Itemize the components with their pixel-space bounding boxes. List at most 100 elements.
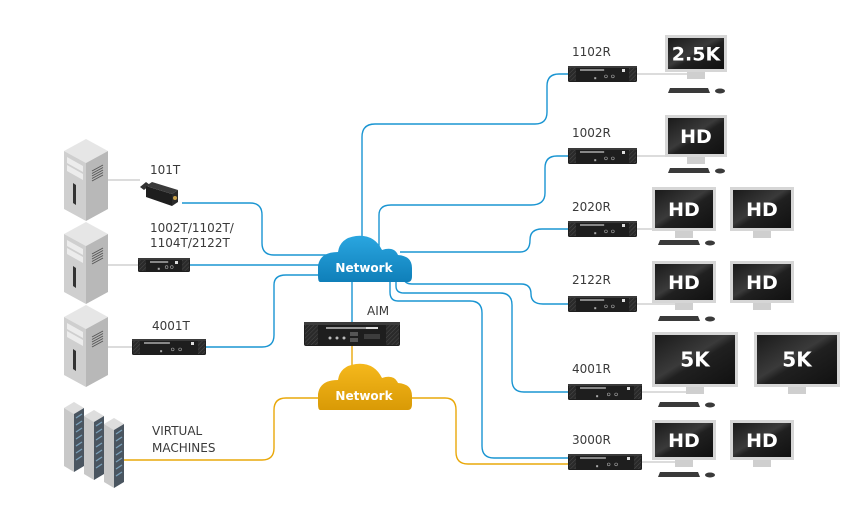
monitor-hd: HD: [652, 187, 716, 238]
label-aim: AIM: [367, 304, 390, 318]
server-rack-icon: [104, 418, 124, 488]
label-line: 101T: [150, 163, 181, 177]
mouse-icon: [705, 316, 715, 322]
network-cable-primary: [206, 274, 330, 348]
receiver-2020r: [568, 221, 637, 237]
network-cable-secondary: [124, 397, 322, 461]
receiver-1102r: [568, 66, 637, 82]
keyboard-mouse: [658, 316, 715, 322]
monitor-hd: HD: [730, 420, 794, 467]
usb-transmitter-101t: [140, 182, 178, 206]
mouse-icon: [705, 472, 715, 478]
monitor-stand: [687, 72, 705, 79]
network-cable-primary: [400, 228, 568, 253]
mouse-icon: [715, 168, 725, 174]
monitor-screen: [668, 38, 724, 69]
resolution-label: HD: [668, 199, 700, 221]
monitor-screen: [733, 264, 791, 300]
monitor-stand: [753, 231, 771, 238]
monitor-stand: [753, 303, 771, 310]
resolution-label: 5K: [782, 348, 813, 372]
keyboard-mouse: [658, 472, 715, 478]
monitor-stand: [686, 387, 704, 394]
resolution-label: 5K: [680, 348, 711, 372]
network-cable-primary: [395, 280, 568, 393]
monitor-screen: [655, 190, 713, 228]
monitor-stand: [788, 387, 806, 394]
network-cable-primary: [402, 277, 568, 305]
keyboard-mouse: [658, 402, 715, 408]
label-1002r: 1002R: [572, 126, 611, 140]
keyboard-icon: [658, 240, 700, 245]
monitor-screen: [668, 118, 724, 154]
monitor-hd: HD: [730, 187, 794, 238]
resolution-label: HD: [668, 272, 700, 294]
monitor-hd: HD: [730, 261, 794, 310]
cables: [108, 73, 695, 465]
label-line: MACHINES: [152, 441, 216, 455]
network-cable-primary: [389, 282, 568, 459]
monitor-screen: [733, 423, 791, 457]
transmitter-1002t: [138, 258, 190, 272]
resolution-label: HD: [746, 272, 778, 294]
transmitter-4001t: [132, 339, 206, 355]
receiver-1002r: [568, 148, 637, 164]
receiver-2122r: [568, 296, 637, 312]
label-4001t: 4001T: [152, 319, 190, 334]
cloud-shape: [318, 235, 412, 282]
server-rack-icon: [84, 410, 104, 480]
monitor-screen: [655, 264, 713, 300]
aim-manager-unit: [304, 322, 400, 346]
pc-tower-icon: [64, 305, 108, 387]
label-line: 4001T: [152, 319, 190, 333]
monitor-hd: HD: [665, 115, 727, 164]
keyboard-mouse: [668, 168, 725, 174]
label-line: 1002T/1102T/: [150, 221, 234, 235]
label-line: 1104T/2122T: [150, 236, 230, 250]
cloud-label: Network: [335, 261, 393, 275]
monitor-hd: HD: [652, 420, 716, 467]
mouse-icon: [715, 88, 725, 94]
keyboard-mouse: [658, 240, 715, 246]
pc-tower-icon: [64, 222, 108, 304]
monitor-5k: 5K: [652, 332, 738, 394]
pc-tower-icon: [64, 139, 108, 221]
monitor-screen: [757, 335, 837, 384]
monitor-stand: [753, 460, 771, 467]
monitor-hd: HD: [652, 261, 716, 310]
resolution-label: HD: [668, 430, 700, 452]
label-2122r: 2122R: [572, 273, 611, 287]
monitor-stand: [675, 460, 693, 467]
cloud-shape: [318, 363, 412, 410]
monitor-stand: [675, 231, 693, 238]
monitor-stand: [675, 303, 693, 310]
equipment: 2.5K HD HD HD HD HD 5K 5K HD HD: [64, 35, 840, 488]
resolution-label: 2.5K: [672, 44, 722, 66]
receiver-3000r: [568, 454, 642, 470]
label-1002t-group: 1002T/1102T/ 1104T/2122T: [150, 221, 234, 251]
resolution-label: HD: [746, 199, 778, 221]
keyboard-icon: [658, 472, 700, 477]
network-cable-secondary: [408, 397, 568, 465]
mouse-icon: [705, 240, 715, 246]
label-101t: 101T: [150, 163, 180, 178]
network-cable-primary: [378, 155, 568, 247]
mouse-icon: [705, 402, 715, 408]
cloud-label: Network: [335, 389, 393, 403]
monitor-screen: [655, 423, 713, 457]
receiver-4001r: [568, 384, 642, 400]
keyboard-icon: [658, 316, 700, 321]
keyboard-mouse: [668, 88, 725, 94]
monitor-2-5k: 2.5K: [665, 35, 727, 79]
server-rack-icon: [64, 402, 84, 472]
label-virtual-machines: VIRTUAL MACHINES: [152, 423, 215, 457]
network-cloud-secondary: Network: [318, 363, 412, 410]
label-line: VIRTUAL: [152, 424, 203, 438]
monitor-screen: [655, 335, 735, 384]
keyboard-icon: [668, 88, 710, 93]
resolution-label: HD: [680, 126, 712, 148]
network-cable-primary: [361, 73, 568, 240]
